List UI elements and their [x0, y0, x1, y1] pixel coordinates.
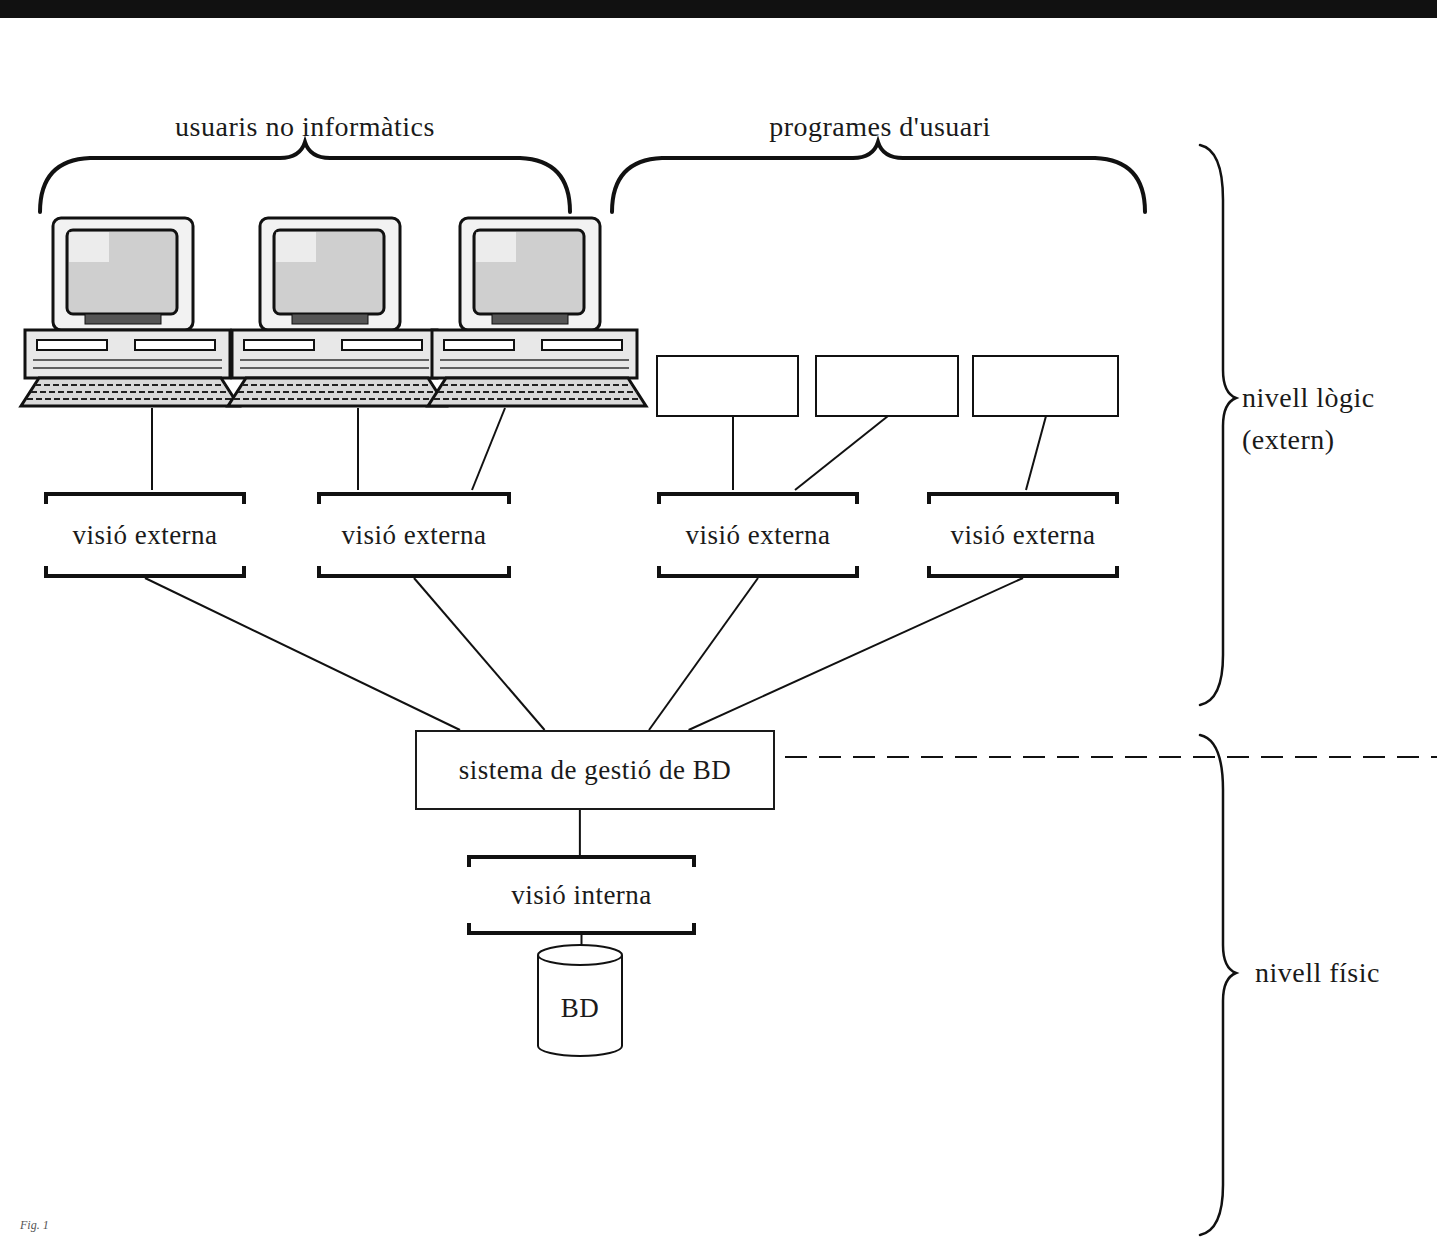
- bracket-line: [46, 494, 244, 576]
- node-label: BD: [561, 979, 600, 1024]
- connector: [581, 935, 583, 945]
- connector: [414, 578, 545, 730]
- node-label: visió interna: [511, 880, 652, 911]
- program-box: [657, 356, 1118, 416]
- view-bracket: visió externa: [658, 492, 858, 578]
- level-label: nivell físic: [1255, 952, 1380, 994]
- process-box: sistema de gestió de BD: [415, 730, 775, 810]
- bracket-line: [659, 494, 857, 576]
- connector: [579, 810, 581, 855]
- node-label: visió externa: [341, 520, 486, 551]
- connector: [649, 578, 758, 730]
- node-label: visió externa: [950, 520, 1095, 551]
- view-bracket: visió externa: [928, 492, 1118, 578]
- view-bracket: visió interna: [468, 855, 695, 935]
- computer-icon: [228, 218, 446, 406]
- computer-icon: [21, 218, 239, 406]
- header-bar: [0, 0, 1437, 18]
- view-bracket: visió externa: [45, 492, 245, 578]
- cylinder-rim: [538, 955, 622, 965]
- level-label: nivell lògic (extern): [1242, 377, 1392, 461]
- level-divider: [785, 756, 1437, 758]
- node-label: sistema de gestió de BD: [459, 755, 731, 786]
- brace: [40, 142, 1236, 1235]
- view-bracket: visió externa: [318, 492, 510, 578]
- cylinder-body: [538, 945, 622, 1056]
- group-heading: usuaris no informàtics: [175, 106, 435, 148]
- computer-icon: [428, 218, 646, 406]
- node-label: visió externa: [72, 520, 217, 551]
- figure-caption: Fig. 1: [20, 1218, 49, 1233]
- database-cylinder: BD: [537, 945, 623, 1057]
- bracket-line: [319, 494, 509, 576]
- connector: [145, 578, 460, 730]
- leader-line: [152, 408, 1046, 490]
- group-heading: programes d'usuari: [769, 106, 991, 148]
- node-label: visió externa: [685, 520, 830, 551]
- bracket-line: [929, 494, 1117, 576]
- connector: [689, 578, 1023, 730]
- bracket-line: [469, 857, 694, 933]
